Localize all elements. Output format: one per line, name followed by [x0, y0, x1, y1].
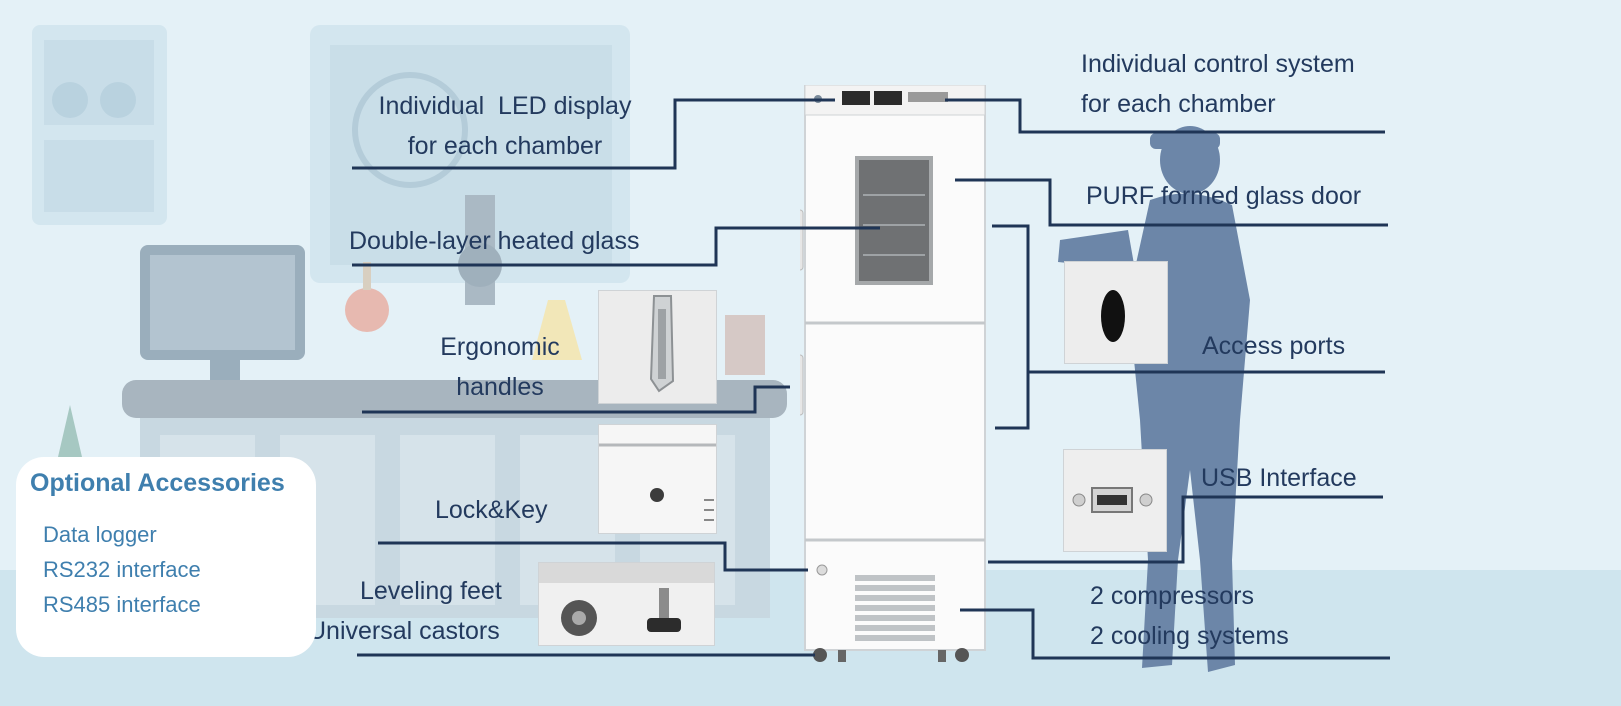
access-port-detail-photo: [1064, 261, 1168, 364]
freezer-unit: [800, 85, 986, 662]
usb-interface-label: USB Interface: [1201, 464, 1357, 492]
optional-accessories-title: Optional Accessories: [30, 469, 285, 497]
castor-detail-photo: [538, 562, 715, 646]
usb-detail-photo: [1063, 449, 1167, 552]
lock-detail-photo: [598, 424, 717, 534]
handles-line1: Ergonomic: [440, 333, 560, 361]
accessory-item-rs485: RS485 interface: [43, 592, 201, 617]
lock-key-label: Lock&Key: [435, 496, 548, 524]
control-system-label: Individual control system for each chamb…: [1081, 44, 1355, 124]
led-display-line2: for each chamber: [407, 132, 603, 160]
purf-glass-door-label: PURF formed glass door: [1086, 182, 1362, 210]
accessory-item-rs232: RS232 interface: [43, 557, 201, 582]
handle-detail-photo: [598, 290, 717, 404]
castors-label: Universal castors: [308, 617, 500, 645]
leveling-feet-label: Leveling feet: [360, 577, 502, 605]
handles-label: Ergonomic handles: [420, 327, 580, 407]
accessory-item-data-logger: Data logger: [43, 522, 157, 547]
led-display-label: Individual LED display for each chamber: [355, 86, 655, 166]
cooling-systems-label: 2 cooling systems: [1090, 622, 1289, 650]
control-system-line2: for each chamber: [1081, 90, 1276, 118]
led-display-line1: Individual LED display: [378, 92, 632, 120]
handles-line2: handles: [456, 373, 544, 401]
heated-glass-label: Double-layer heated glass: [349, 227, 640, 255]
compressors-label: 2 compressors: [1090, 582, 1254, 610]
access-ports-label: Access ports: [1202, 332, 1346, 360]
control-system-line1: Individual control system: [1081, 50, 1355, 78]
optional-accessories-panel: Optional Accessories Data logger RS232 i…: [16, 457, 316, 657]
